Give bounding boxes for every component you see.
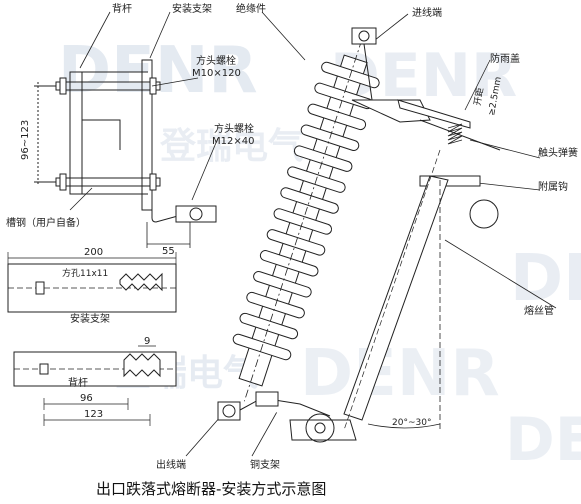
dim-96-123: 96~123 [20, 120, 31, 160]
dim-200: 200 [84, 247, 103, 258]
bottom-assembly [217, 391, 357, 443]
leader-copper-bracket [251, 409, 279, 457]
label-backbar-view: 背杆 [68, 376, 88, 389]
label-contact-spring: 触头弹簧 [538, 146, 578, 159]
leader-fuse-tube [444, 239, 557, 309]
watermark-brand: DENR [510, 242, 581, 316]
label-insulator: 绝缘件 [236, 2, 266, 15]
leader-incoming [374, 13, 409, 41]
gap-label: 开距 [472, 87, 486, 107]
label-bolt2-size: M12×40 [212, 136, 254, 147]
insulator [175, 39, 380, 402]
caption: 出口跌落式熔断器-安装方式示意图 [96, 480, 326, 498]
contact-spring [447, 123, 463, 145]
label-bolt1-name: 方头螺栓 [196, 54, 236, 67]
leader-mount-bracket [149, 11, 171, 59]
dim-123: 123 [84, 409, 103, 420]
label-incoming: 进线端 [412, 6, 442, 19]
dim-55: 55 [162, 246, 175, 257]
label-outgoing: 出线端 [156, 458, 186, 471]
label-hook: 附属钩 [538, 180, 568, 193]
bolt-lower [55, 177, 161, 187]
leader-hook [477, 182, 541, 191]
bracket-plate [141, 59, 153, 211]
leader-insulator [261, 11, 306, 61]
fuse-tube [343, 149, 449, 431]
leader-rain-cover [464, 59, 491, 111]
label-channel-steel: 槽钢（用户自备） [6, 216, 86, 229]
rain-cover [397, 99, 501, 151]
label-square-hole: 方孔11x11 [62, 267, 108, 279]
label-fuse-tube: 熔丝管 [524, 304, 554, 317]
watermark-brand: DENR [300, 337, 500, 411]
label-rain-cover: 防雨盖 [490, 52, 520, 65]
leader-back-bar [79, 11, 111, 69]
angle-label: 20°~30° [392, 418, 431, 428]
watermark-brand-cn: 登瑞电气 [159, 126, 304, 167]
watermark-brand: DENR [505, 405, 581, 475]
label-back-bar: 背杆 [112, 2, 132, 15]
label-bolt1-size: M10×120 [192, 68, 241, 79]
leader-bolt2 [191, 137, 219, 201]
label-bracket-view: 安装支架 [70, 312, 110, 325]
label-mount-bracket: 安装支架 [172, 2, 212, 15]
label-copper-bracket: 铜支架 [250, 459, 280, 471]
back-bar-section [69, 71, 83, 195]
label-bolt2-name: 方头螺栓 [214, 122, 254, 135]
hook [419, 175, 499, 229]
bracket-plan-view [7, 252, 177, 313]
leader-bolt1 [151, 77, 199, 87]
leader-channel-steel [69, 187, 93, 211]
dim-96: 96 [80, 393, 93, 404]
dim-9: 9 [144, 336, 150, 347]
incoming-terminal [351, 27, 431, 123]
backbar-plan-view [13, 345, 177, 426]
